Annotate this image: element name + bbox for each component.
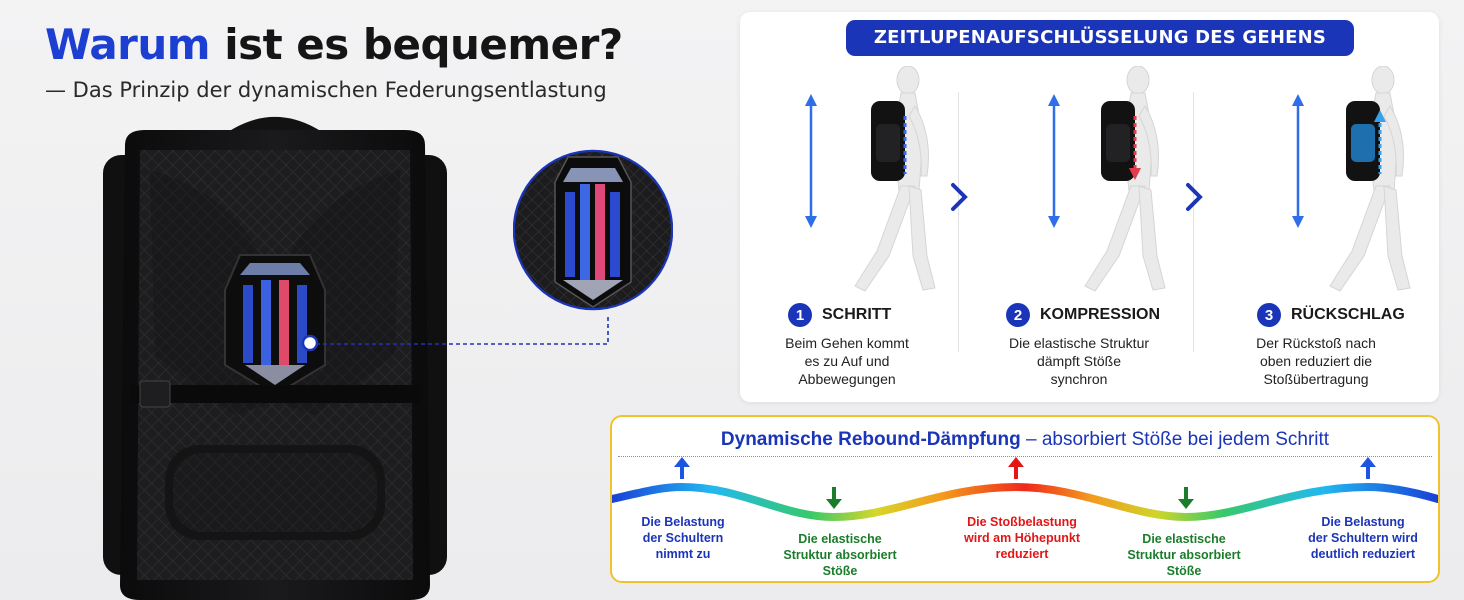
arrow-up-icon	[1360, 457, 1376, 479]
desc-line: Abbewegungen	[798, 371, 896, 387]
annotation-line: der Schultern	[642, 531, 724, 545]
arrow-down-icon	[826, 487, 842, 509]
desc-line: Die elastische Struktur	[1008, 335, 1150, 351]
walking-phases-panel: ZEITLUPENAUFSCHLÜSSELUNG DES GEHENS	[740, 12, 1439, 402]
step-label: RÜCKSCHLAG	[1291, 306, 1405, 323]
reference-dotted-line	[618, 456, 1432, 457]
rebound-damping-panel: Dynamische Rebound-Dämpfung – absorbiert…	[610, 415, 1440, 583]
step-number-badge: 3	[1257, 303, 1281, 327]
annotation-line: wird am Höhepunkt	[964, 531, 1080, 545]
step-number-badge: 1	[788, 303, 812, 327]
arrow-up-icon	[1008, 457, 1024, 479]
backpack-illustration	[103, 117, 447, 600]
walking-figure-step-1	[805, 66, 936, 292]
desc-line: es zu Auf und	[804, 353, 890, 369]
step-number-badge: 2	[1006, 303, 1030, 327]
step-label: SCHRITT	[822, 306, 892, 323]
annotation-line: Die Belastung	[641, 515, 725, 529]
step-3-description: Der Rückstoß nach oben reduziert die Sto…	[1231, 334, 1401, 388]
annotation-line: Die elastische	[1142, 532, 1226, 546]
rebound-wave	[612, 457, 1438, 522]
step-1-header: 1 SCHRITT	[788, 302, 891, 328]
desc-line: synchron	[1050, 371, 1108, 387]
step-label: KOMPRESSION	[1040, 306, 1161, 323]
annotation-4: Die elastische Struktur absorbiert Stöße	[1109, 531, 1259, 579]
annotation-5: Die Belastung der Schultern wird deutlic…	[1288, 514, 1438, 562]
desc-line: Stoßübertragung	[1263, 371, 1369, 387]
spring-module-zoom	[513, 149, 673, 311]
annotation-1: Die Belastung der Schultern nimmt zu	[608, 514, 758, 562]
chevron-right-icon	[1186, 183, 1203, 211]
rebound-title: Dynamische Rebound-Dämpfung – absorbiert…	[612, 429, 1438, 451]
walking-phases-title: ZEITLUPENAUFSCHLÜSSELUNG DES GEHENS	[846, 20, 1354, 56]
step-2-header: 2 KOMPRESSION	[1006, 302, 1160, 328]
chevron-right-icon	[951, 183, 968, 211]
annotation-line: deutlich reduziert	[1310, 547, 1416, 561]
walking-figure-step-2	[1048, 66, 1166, 292]
annotation-line: Die Stoßbelastung	[967, 515, 1077, 529]
step-divider	[958, 92, 959, 352]
annotation-line: der Schultern wird	[1308, 531, 1418, 545]
arrow-down-icon	[1178, 487, 1194, 509]
annotation-line: nimmt zu	[655, 547, 711, 561]
step-1-description: Beim Gehen kommt es zu Auf und Abbewegun…	[762, 334, 932, 388]
annotation-line: reduziert	[995, 547, 1049, 561]
annotation-2: Die elastische Struktur absorbiert Stöße	[765, 531, 915, 579]
zoom-callout-line	[316, 314, 609, 345]
page-title: Warum ist es bequemer?	[45, 20, 623, 69]
page-title-accent: Warum	[45, 20, 211, 69]
annotation-line: Struktur absorbiert	[783, 548, 897, 562]
desc-line: oben reduziert die	[1259, 353, 1373, 369]
annotation-line: Die Belastung	[1321, 515, 1405, 529]
walking-figure-step-3	[1292, 66, 1411, 292]
annotation-3: Die Stoßbelastung wird am Höhepunkt redu…	[947, 514, 1097, 562]
step-divider	[1193, 92, 1194, 352]
step-2-description: Die elastische Struktur dämpft Stöße syn…	[994, 334, 1164, 388]
arrow-up-icon	[674, 457, 690, 479]
step-3-header: 3 RÜCKSCHLAG	[1257, 302, 1405, 328]
rebound-title-strong: Dynamische Rebound-Dämpfung	[720, 429, 1021, 450]
annotation-line: Stöße	[822, 564, 858, 578]
page-subtitle: — Das Prinzip der dynamischen Federungse…	[45, 78, 607, 102]
desc-line: Der Rückstoß nach	[1256, 335, 1376, 351]
desc-line: Beim Gehen kommt	[785, 335, 909, 351]
annotation-line: Die elastische	[798, 532, 882, 546]
annotation-line: Struktur absorbiert	[1127, 548, 1241, 562]
rebound-title-light: – absorbiert Stöße bei jedem Schritt	[1020, 429, 1330, 450]
page-title-rest: ist es bequemer?	[224, 20, 623, 69]
desc-line: dämpft Stöße	[1036, 353, 1122, 369]
annotation-line: Stöße	[1166, 564, 1202, 578]
